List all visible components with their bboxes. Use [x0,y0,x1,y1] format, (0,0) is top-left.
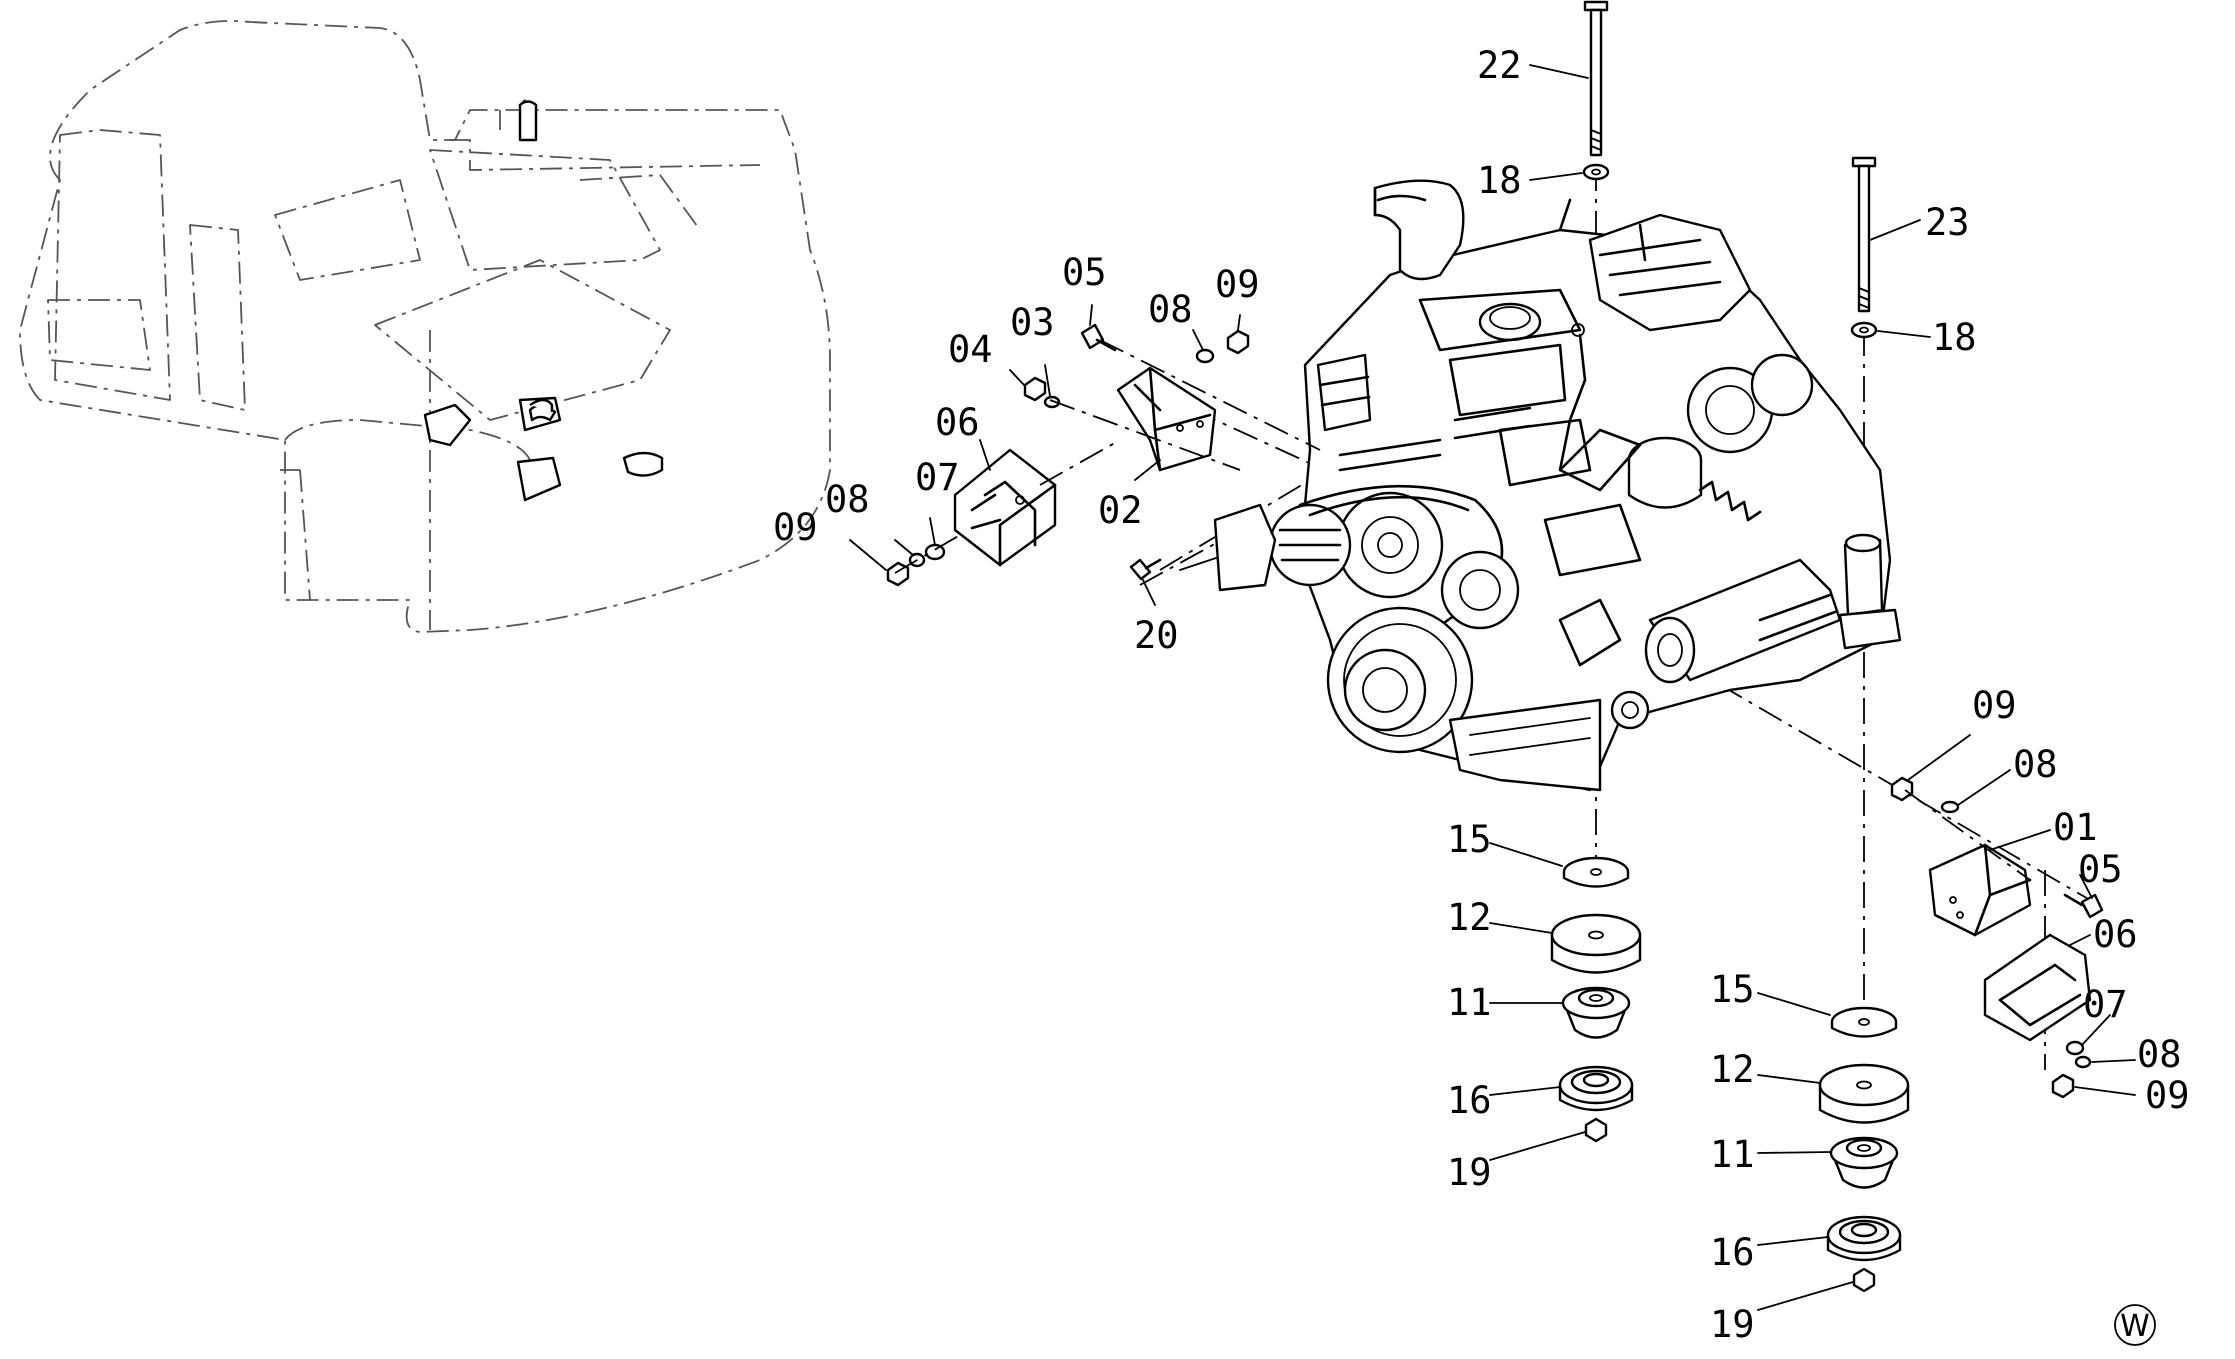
label-08-top: 08 [1148,288,1193,331]
label-09-right-bottom: 09 [2145,1074,2190,1117]
label-16-left: 16 [1447,1079,1492,1122]
bolt-05-left [1080,323,1105,350]
left-mount-hardware [886,323,1321,587]
label-22: 22 [1477,44,1522,87]
washer-08-right-bottom [2074,1055,2092,1069]
corner-mark: W [2114,1304,2156,1346]
label-19-left: 19 [1447,1151,1492,1194]
part-labels: 22 18 23 18 05 08 09 04 03 06 07 08 09 0… [773,44,2190,1346]
label-19-right: 19 [1710,1303,1755,1346]
mount-stack-left [1550,856,1642,1143]
label-23: 23 [1925,201,1970,244]
label-11-right: 11 [1710,1133,1755,1176]
washer-08-right-top [1940,800,1960,814]
label-15-left: 15 [1447,818,1492,861]
label-05-right: 05 [2078,848,2123,891]
bolt-20 [1129,558,1152,581]
nut-09-top [1226,329,1250,355]
mount-stack-right [1818,1006,1910,1293]
label-15-right: 15 [1710,968,1755,1011]
bolt-23-head [1851,156,1877,168]
label-06-right: 06 [2093,913,2138,956]
corner-mark-circle [2114,1304,2156,1346]
label-07-left: 07 [915,456,960,499]
label-03: 03 [1010,301,1055,344]
washer-03 [1043,395,1061,409]
washer-18-right [1850,321,1878,339]
label-09-left: 09 [773,506,818,549]
label-05-left: 05 [1062,251,1107,294]
label-02: 02 [1098,489,1143,532]
bolt-22-head [1583,0,1609,12]
label-18-top: 18 [1477,159,1522,202]
washer-07-left [924,543,946,561]
label-16-right: 16 [1710,1231,1755,1274]
label-11-left: 11 [1447,981,1492,1024]
label-09-top: 09 [1215,263,1260,306]
nut-09-right-top [1890,776,1914,802]
label-08-right-bottom: 08 [2137,1033,2182,1076]
nut-09-right-bottom [2051,1073,2075,1099]
label-01: 01 [2053,806,2098,849]
right-mount-hardware [1890,776,2104,1099]
label-06-left: 06 [935,401,980,444]
label-18-right: 18 [1932,316,1977,359]
nut-19-right [1852,1267,1876,1293]
nut-04 [1023,376,1047,402]
label-04: 04 [948,328,993,371]
washer-08-top [1195,348,1215,364]
leader-lines [849,64,2136,1311]
mount-bolts [1582,0,1878,339]
cushion-06-left [953,448,1057,567]
washer-07-right [2065,1040,2085,1056]
label-08-left: 08 [825,478,870,521]
label-12-right: 12 [1710,1048,1755,1091]
nut-19-left [1584,1117,1608,1143]
label-07-right: 07 [2083,983,2128,1026]
label-12-left: 12 [1447,896,1492,939]
label-20: 20 [1134,614,1179,657]
washer-18-top [1582,163,1610,181]
cushion-06-right [1983,933,2092,1042]
label-09-right-top: 09 [1972,684,2017,727]
excavator-outline [19,20,831,633]
engine-assembly [1213,179,1902,792]
bolt-23-shank [1857,164,1871,313]
corner-mark-text: W [2120,1309,2150,1344]
bolt-22-shank [1589,8,1603,157]
label-08-right-top: 08 [2013,743,2058,786]
